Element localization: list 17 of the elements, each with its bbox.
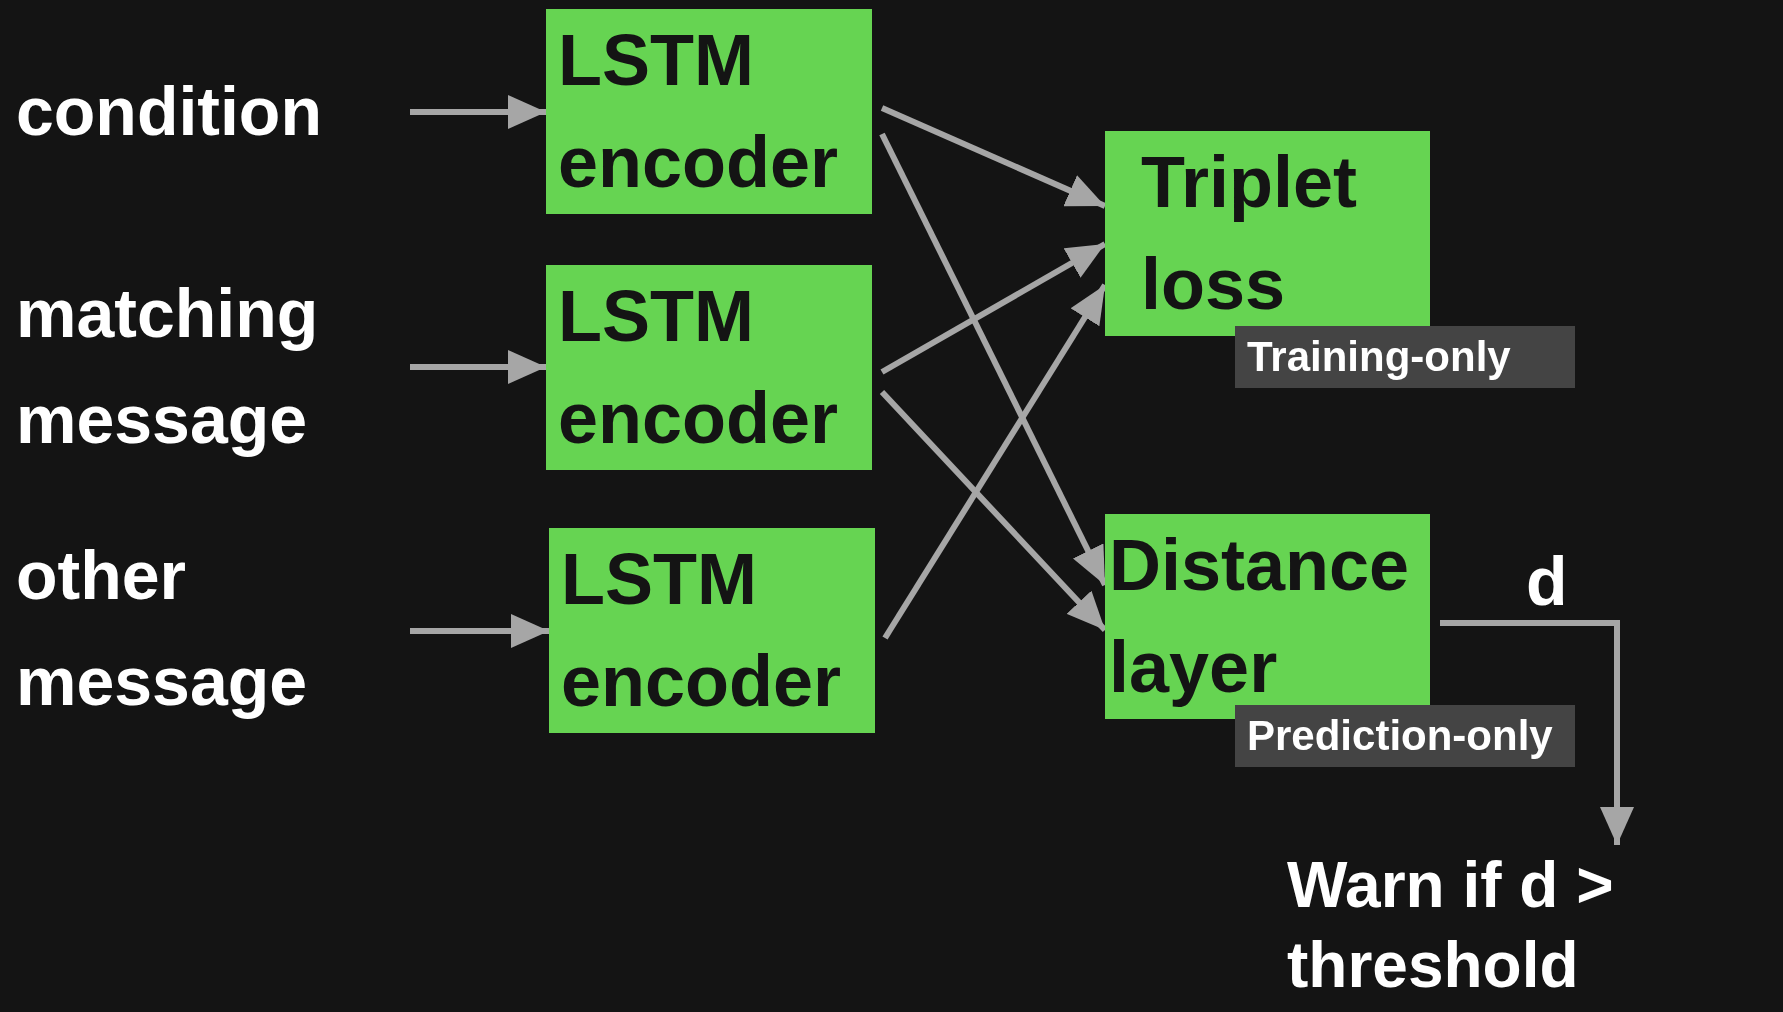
arrow xyxy=(410,95,546,129)
arrow xyxy=(880,241,1107,375)
input-label: condition xyxy=(16,58,400,164)
process-box: LSTM encoder xyxy=(546,9,872,214)
arrow xyxy=(410,350,546,384)
arrow xyxy=(1440,620,1634,845)
input-label: matching message xyxy=(16,260,400,472)
mode-badge: Prediction-only xyxy=(1235,705,1575,767)
input-label: other message xyxy=(16,522,400,734)
process-box: LSTM encoder xyxy=(546,265,872,470)
arrow xyxy=(410,614,549,648)
process-box: LSTM encoder xyxy=(549,528,875,733)
warning-text: Warn if d > threshold xyxy=(1287,845,1777,1005)
process-box: Distance layer xyxy=(1105,514,1430,719)
mode-badge: Training-only xyxy=(1235,326,1575,388)
arrow xyxy=(880,105,1107,209)
process-box: Triplet loss xyxy=(1105,131,1430,336)
